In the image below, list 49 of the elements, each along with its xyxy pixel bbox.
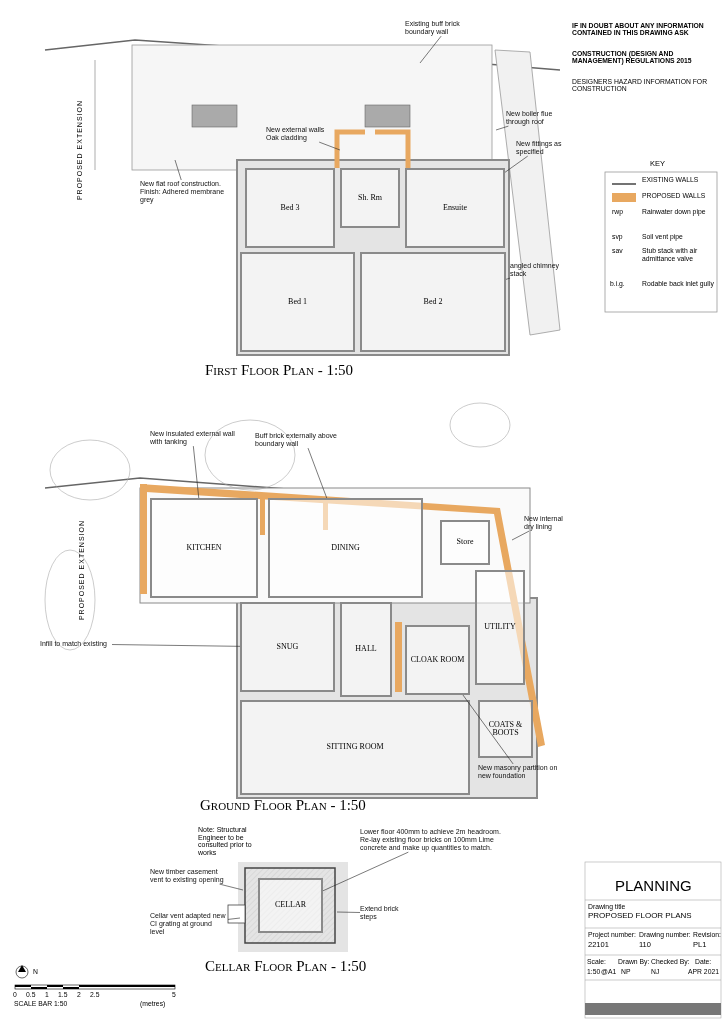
room-outline — [405, 625, 470, 695]
leader-line — [336, 911, 361, 913]
room-outline — [440, 520, 490, 565]
room-outline — [150, 498, 258, 598]
room-name: HALL — [355, 645, 377, 654]
leader-line — [193, 445, 200, 499]
room-name: Ensuite — [443, 203, 467, 213]
room-outline — [405, 168, 505, 248]
room-name: CLOAK ROOM — [410, 655, 465, 665]
leader-line — [322, 851, 409, 892]
room-outline — [258, 878, 323, 933]
room-name: Sh. Rm — [358, 193, 382, 203]
room-outline — [475, 570, 525, 685]
room-outline — [240, 700, 470, 795]
leader-line — [307, 447, 328, 499]
drawing-title: PROPOSED FLOOR PLANS — [588, 912, 692, 921]
drawing-status: PLANNING — [615, 878, 692, 895]
leader-line — [227, 917, 241, 920]
leader-line — [174, 159, 182, 181]
room-outline — [478, 700, 533, 758]
leader-line — [219, 883, 244, 891]
room-name: Store — [456, 538, 474, 547]
leader-line — [111, 644, 241, 647]
room-outline — [240, 252, 355, 352]
plan-title: Ground Floor Plan - 1:50 — [200, 797, 366, 814]
plan-title: First Floor Plan - 1:50 — [205, 362, 354, 379]
room-outline — [340, 168, 400, 228]
room-name: SITTING ROOM — [326, 743, 384, 752]
room-outline — [245, 168, 335, 248]
leader-line — [504, 155, 529, 173]
room-name: SNUG — [276, 642, 299, 652]
room-name: COATS & BOOTS — [487, 720, 524, 738]
leader-line — [318, 141, 341, 151]
room-name: UTILITY — [484, 623, 516, 632]
room-name: CELLAR — [274, 901, 307, 910]
leader-line — [511, 530, 530, 541]
leader-line — [419, 35, 442, 64]
room-outline — [240, 602, 335, 692]
room-name: KITCHEN — [186, 543, 222, 553]
room-outline — [360, 252, 506, 352]
room-outline — [340, 602, 392, 697]
room-outline — [268, 498, 423, 598]
room-name: Bed 1 — [288, 297, 307, 307]
room-name: Bed 3 — [280, 203, 300, 213]
plan-title: Cellar Floor Plan - 1:50 — [205, 958, 367, 975]
room-name: Bed 2 — [423, 297, 443, 307]
room-name: DINING — [331, 543, 360, 553]
leader-line — [505, 277, 511, 280]
leader-line — [495, 125, 509, 131]
